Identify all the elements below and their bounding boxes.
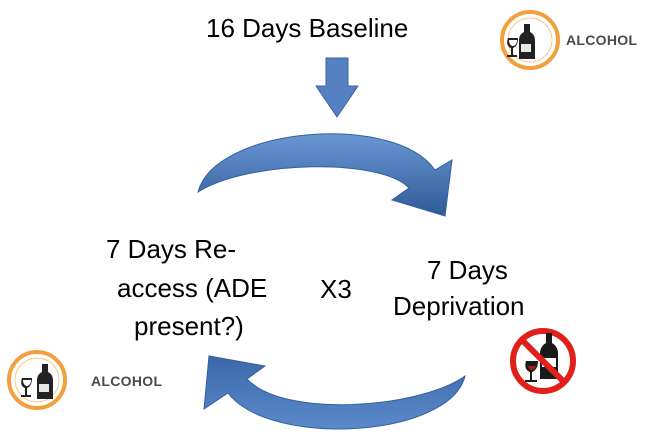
deprivation-line-2: Deprivation [393, 291, 525, 321]
repeat-count-label: X3 [320, 274, 352, 304]
top-cycle-arrow [197, 133, 453, 217]
no-alcohol-icon [510, 328, 576, 394]
deprivation-line-1: 7 Days [427, 255, 508, 285]
wine-bottle-glass-icon [507, 24, 535, 59]
down-arrow-icon [315, 57, 359, 118]
bottom-cycle-arrow [203, 355, 466, 430]
badge-ring-icon [7, 350, 67, 410]
alcohol-badge-top [500, 10, 560, 70]
alcohol-badge-bottom [7, 350, 67, 410]
reaccess-line-2: access (ADE [117, 273, 268, 303]
alcohol-badge-top-text: ALCOHOL [566, 32, 638, 48]
reaccess-line-3: present?) [134, 311, 244, 341]
alcohol-badge-bottom-text: ALCOHOL [91, 373, 163, 389]
reaccess-line-1: 7 Days Re- [106, 234, 237, 264]
wine-bottle-glass-icon [21, 364, 53, 399]
baseline-label: 16 Days Baseline [206, 13, 409, 43]
